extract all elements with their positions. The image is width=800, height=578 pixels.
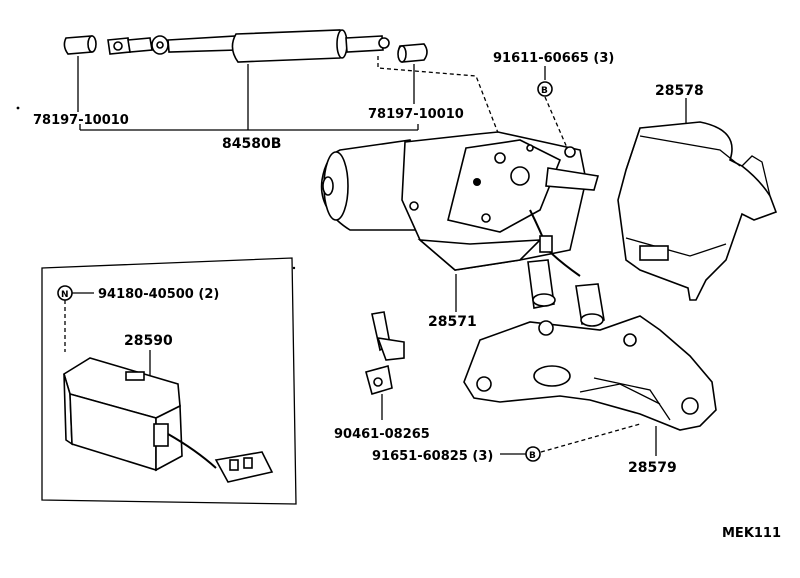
wiper-motor-28571 [320,131,605,327]
label-28578: 28578 [655,83,704,99]
bracket-28579 [463,315,717,431]
label-94180: 94180-40500 (2) [98,287,219,302]
marker-b-bottom-letter: B [529,451,536,461]
label-84580b: 84580B [222,136,281,152]
label-28590: 28590 [124,333,173,349]
label-91611: 91611-60665 (3) [493,51,614,66]
cover-28578 [617,121,778,301]
label-90461: 90461-08265 [334,427,430,442]
marker-b-bottom [525,446,541,462]
relay-group-frame [41,257,297,505]
marker-n-letter: N [61,290,69,300]
rod-assembly-84580b [63,29,428,63]
relay-28590 [63,357,274,483]
clip-90461 [365,311,405,396]
diagram-code: MEK111 [722,526,781,541]
label-78197-left: 78197-10010 [33,113,129,128]
marker-b-top-letter: B [541,86,548,96]
label-91651: 91651-60825 (3) [372,449,493,464]
label-28579: 28579 [628,460,677,476]
label-28571: 28571 [428,314,477,330]
label-78197-right: 78197-10010 [368,107,464,122]
marker-b-top [537,81,553,97]
